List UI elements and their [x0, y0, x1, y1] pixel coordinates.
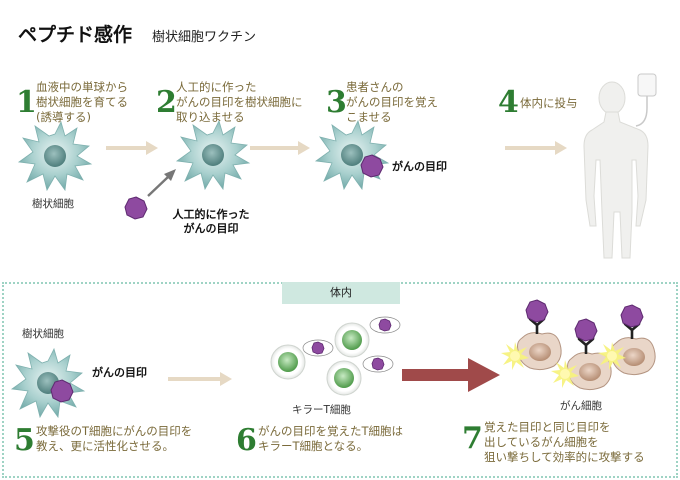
flow-arrow-1	[106, 141, 158, 155]
killer-t-cell-3	[326, 360, 362, 396]
flow-arrow-3	[505, 141, 567, 155]
human-figure	[583, 81, 649, 259]
cancer-cell-2	[567, 352, 612, 391]
dendritic-cell-label-bottom: 樹状細胞	[22, 328, 64, 340]
iv-bag-icon	[635, 73, 657, 127]
dendritic-cell-1	[18, 121, 92, 191]
step-1-text: 血液中の単球から樹状細胞を育てる(誘導する)	[36, 80, 128, 124]
step-7-text: 覚えた目印と同じ目印を出しているがん細胞を狙い撃ちして効率的に攻撃する	[484, 420, 645, 464]
step-2-number: 2	[156, 85, 177, 120]
step-1-number: 1	[16, 85, 37, 120]
dendritic-cell-label-top: 樹状細胞	[32, 198, 74, 210]
dendritic-cell-3	[315, 120, 389, 190]
step-7-number: 7	[462, 421, 483, 456]
flow-arrow-2	[250, 141, 310, 155]
flow-arrow-5	[168, 372, 232, 386]
artificial-marker-label: 人工的に作ったがんの目印	[172, 208, 250, 235]
page-subtitle: 樹状細胞ワクチン	[152, 30, 257, 45]
cancer-cell-1	[517, 332, 562, 371]
artificial-marker-icon	[124, 196, 148, 220]
step-3-text: 患者さんのがんの目印を覚えこませる	[346, 80, 438, 124]
killer-t-cell-label: キラーT細胞	[292, 404, 351, 416]
cancer-marker-icon-top	[360, 154, 384, 178]
step-6-number: 6	[236, 423, 257, 458]
step-3-number: 3	[326, 85, 347, 120]
killer-t-cell-1	[270, 344, 306, 380]
step-5-text: 攻撃役のT細胞にがんの目印を教え、更に活性化させる。	[36, 424, 193, 453]
step-5-number: 5	[14, 423, 35, 458]
step-2-text: 人工的に作ったがんの目印を樹状細胞に取り込ませる	[176, 80, 303, 124]
step-4-text: 体内に投与	[520, 96, 578, 110]
dendritic-cell-5	[11, 348, 85, 418]
cancer-marker-icon-bottom	[50, 379, 74, 403]
body-tab: 体内	[282, 282, 400, 304]
cancer-marker-label-top: がんの目印	[392, 160, 447, 173]
step-4-number: 4	[498, 85, 519, 120]
page-title: ペプチド感作	[18, 24, 133, 46]
cancer-marker-label-bottom: がんの目印	[92, 366, 147, 379]
attack-arrow	[402, 358, 500, 392]
dendritic-cell-2	[176, 120, 250, 190]
cancer-cell-label: がん細胞	[560, 400, 602, 412]
step-6-text: がんの目印を覚えたT細胞はキラーT細胞となる。	[258, 424, 404, 453]
killer-t-cell-2	[334, 322, 370, 358]
